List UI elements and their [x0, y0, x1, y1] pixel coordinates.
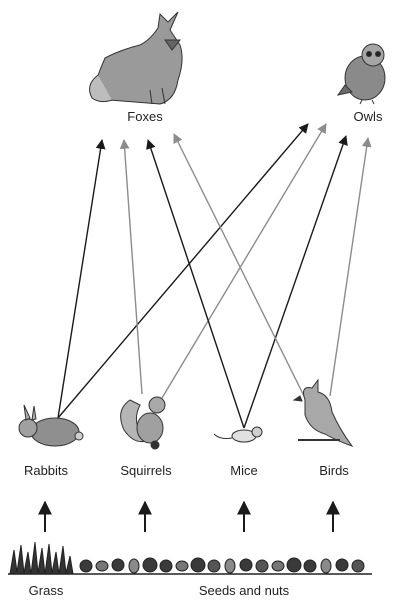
node-label-foxes: Foxes [127, 109, 162, 124]
node-label-mice: Mice [230, 463, 257, 478]
node-label-grass: Grass [29, 583, 64, 598]
owl-illustration [338, 44, 385, 104]
rabbit-illustration [19, 405, 83, 446]
grass-tuft [10, 542, 73, 574]
node-label-squirrels: Squirrels [120, 463, 171, 478]
node-label-owls: Owls [354, 109, 383, 124]
node-label-rabbits: Rabbits [24, 463, 68, 478]
seeds-and-nuts [80, 558, 364, 573]
mouse-illustration [214, 427, 262, 442]
squirrel-illustration [121, 397, 165, 449]
node-label-seeds-and-nuts: Seeds and nuts [199, 583, 289, 598]
node-label-birds: Birds [319, 463, 349, 478]
fox-illustration [90, 12, 183, 104]
ground-illustration [8, 542, 372, 574]
bird-illustration [294, 380, 352, 446]
